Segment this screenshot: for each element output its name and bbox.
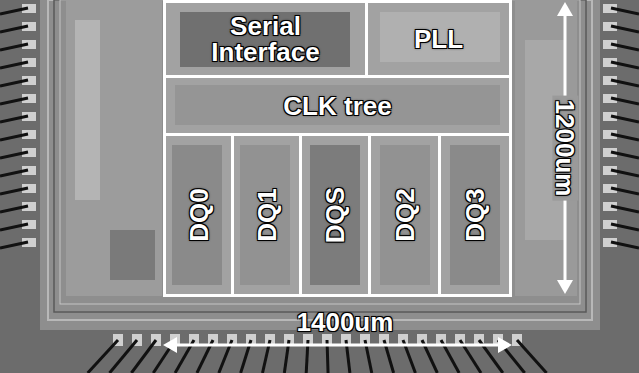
bond-wire bbox=[0, 26, 28, 32]
bond-wire bbox=[131, 340, 156, 373]
block-label: DQ1 bbox=[254, 188, 280, 241]
bond-wire bbox=[0, 188, 28, 194]
bond-wire bbox=[0, 242, 28, 248]
function-block: PLL bbox=[365, 0, 512, 78]
block-label: DQ0 bbox=[186, 188, 212, 241]
arrowhead bbox=[557, 280, 573, 294]
block-label: Serial Interface bbox=[178, 13, 353, 65]
bond-wire bbox=[0, 170, 28, 176]
bond-wire bbox=[0, 8, 28, 14]
circuit-area bbox=[66, 0, 162, 296]
seal-ring bbox=[54, 0, 586, 312]
block-label: DQ3 bbox=[462, 188, 488, 241]
function-block: CLK tree bbox=[163, 75, 512, 136]
dimension-label: 1200um bbox=[552, 96, 578, 201]
bond-wire bbox=[611, 188, 639, 194]
bond-wire bbox=[0, 116, 28, 122]
bond-wire bbox=[611, 170, 639, 176]
core-area bbox=[165, 2, 510, 295]
bond-wire bbox=[611, 80, 639, 86]
io-block: DQ2 bbox=[368, 133, 441, 297]
io-block: DQS bbox=[299, 133, 371, 297]
seal-ring bbox=[60, 0, 580, 304]
circuit-block bbox=[75, 20, 100, 200]
dimension-label: 1400um bbox=[297, 309, 394, 335]
bond-wire bbox=[611, 152, 639, 158]
circuit-block bbox=[175, 85, 500, 125]
io-block: DQ0 bbox=[163, 133, 234, 297]
circuit-block bbox=[380, 12, 500, 62]
bond-wire bbox=[110, 340, 137, 373]
io-block: DQ3 bbox=[438, 133, 512, 297]
bond-wire bbox=[611, 8, 639, 14]
circuit-block bbox=[310, 145, 360, 285]
bond-wire bbox=[0, 206, 28, 212]
circuit-block bbox=[172, 145, 222, 285]
bond-wire bbox=[0, 152, 28, 158]
dimension-line bbox=[170, 344, 505, 347]
bond-wire bbox=[611, 26, 639, 32]
bond-wire bbox=[611, 134, 639, 140]
bond-wire bbox=[0, 44, 28, 50]
bond-wire bbox=[0, 134, 28, 140]
io-block: DQ1 bbox=[231, 133, 302, 297]
block-label: CLK tree bbox=[283, 93, 391, 119]
bond-wire bbox=[611, 98, 639, 104]
bond-wire bbox=[0, 224, 28, 230]
circuit-area bbox=[515, 0, 577, 296]
circuit-block bbox=[380, 145, 430, 285]
bond-wire bbox=[611, 206, 639, 212]
bond-wire bbox=[0, 80, 28, 86]
bond-wire bbox=[611, 44, 639, 50]
bond-wire bbox=[0, 98, 28, 104]
bond-wire bbox=[611, 62, 639, 68]
bond-wire bbox=[611, 224, 639, 230]
bond-wire bbox=[611, 242, 639, 248]
arrowhead bbox=[498, 337, 512, 353]
circuit-block bbox=[450, 145, 500, 285]
bond-wires bbox=[0, 4, 639, 373]
circuit-block bbox=[240, 145, 290, 285]
block-label: DQ2 bbox=[392, 188, 418, 241]
bond-wire bbox=[517, 340, 547, 373]
seal-ring bbox=[48, 0, 592, 320]
bond-wire bbox=[0, 62, 28, 68]
die-area bbox=[40, 0, 600, 330]
bond-wire bbox=[611, 116, 639, 122]
block-label: DQS bbox=[322, 187, 348, 243]
circuit-block bbox=[110, 230, 155, 280]
function-block: Serial Interface bbox=[163, 0, 368, 78]
arrowhead bbox=[557, 2, 573, 16]
arrowhead bbox=[163, 337, 177, 353]
block-label: PLL bbox=[414, 26, 463, 52]
